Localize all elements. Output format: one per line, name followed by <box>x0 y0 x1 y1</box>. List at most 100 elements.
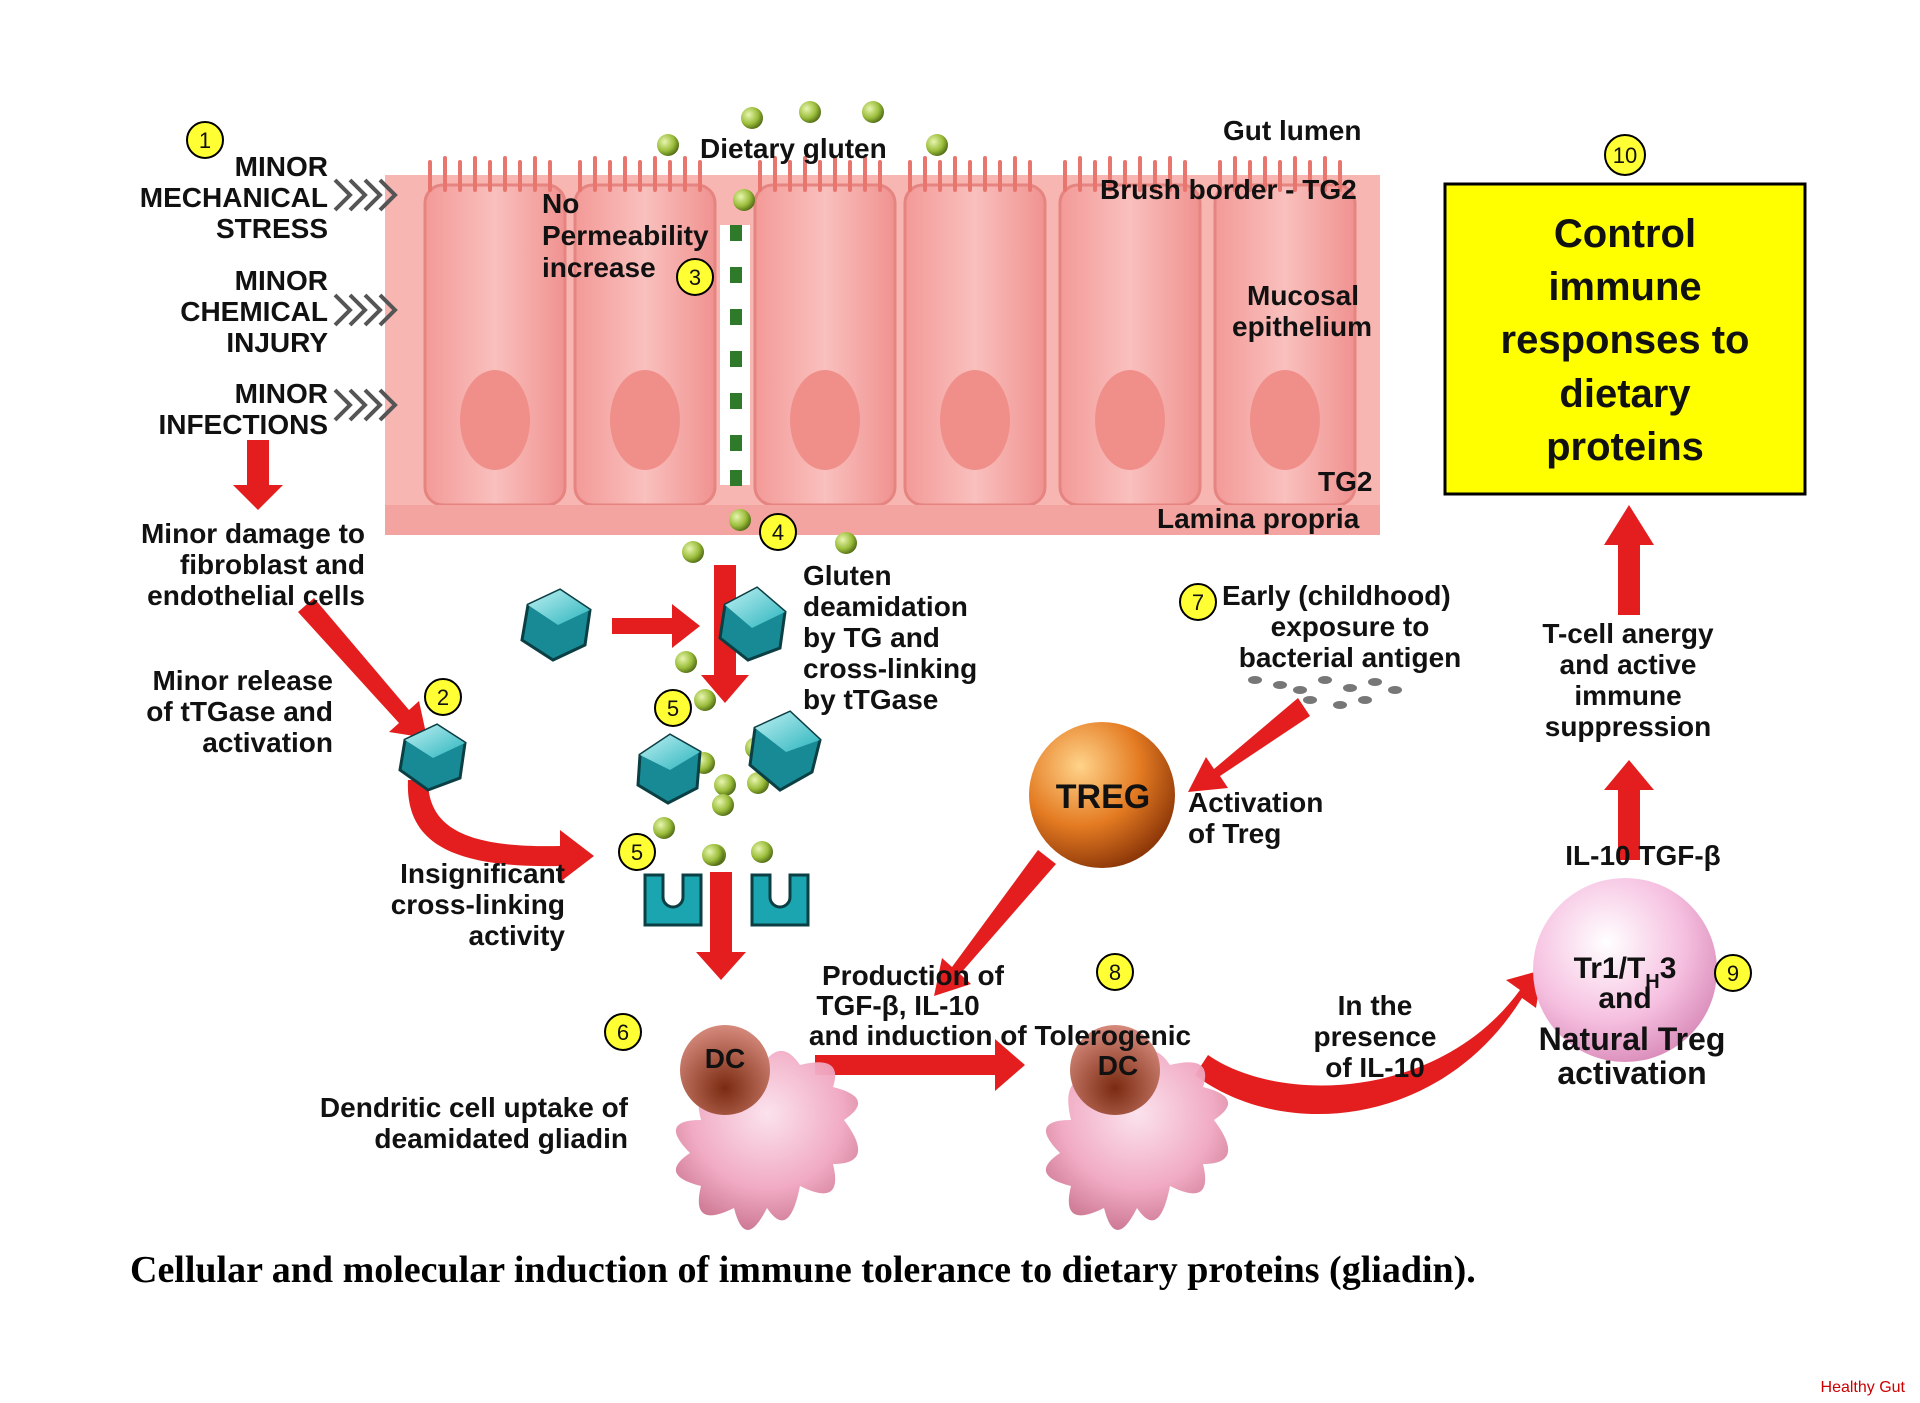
natural-treg-label-2: activation <box>1557 1055 1706 1091</box>
badge-7: 7 <box>1179 583 1217 621</box>
badge-9: 9 <box>1714 954 1752 992</box>
dc-label: DC <box>705 1043 745 1074</box>
early-exposure-label-3: bacterial antigen <box>1239 642 1462 673</box>
lamina-propria-label: Lamina propria <box>1157 503 1360 534</box>
badge-2: 2 <box>424 678 462 716</box>
bacterial-antigen-dots <box>1248 676 1402 709</box>
badge-10: 10 <box>1604 134 1646 176</box>
dendritic-cell: DC <box>675 1025 859 1230</box>
badge-3: 3 <box>676 258 714 296</box>
arrow-up-10 <box>1604 505 1654 615</box>
production-label-2: TGF-β, IL-10 <box>816 990 979 1021</box>
minor-release-label-2: of tTGase and <box>146 696 333 727</box>
il10-presence-label-3: of IL-10 <box>1325 1052 1425 1083</box>
tr1-natural-treg-cell: Tr1/TH3 and <box>1533 878 1717 1062</box>
minor-damage-label-3: endothelial cells <box>147 580 365 611</box>
svg-text:6: 6 <box>617 1020 629 1045</box>
svg-text:8: 8 <box>1109 960 1121 985</box>
arrow-dc-tolerogenic <box>815 1039 1025 1091</box>
svg-text:3: 3 <box>689 265 701 290</box>
minor-release-label-3: activation <box>202 727 333 758</box>
activation-treg-label-2: of Treg <box>1188 818 1281 849</box>
activation-treg-label-1: Activation <box>1188 787 1323 818</box>
step-badges: 1 2 3 4 5 5 6 7 8 9 10 <box>186 121 1752 1051</box>
badge-5b: 5 <box>618 833 656 871</box>
footer-label: Healthy Gut <box>1821 1379 1906 1396</box>
gluten-deamidation-label-1: Gluten <box>803 560 892 591</box>
minor-chemical-label-2: CHEMICAL <box>180 296 328 327</box>
gluten-deamidation-label-5: by tTGase <box>803 684 938 715</box>
no-permeability-label-1: No <box>542 188 579 219</box>
insignificant-label-3: activity <box>469 920 566 951</box>
dendritic-uptake-label-1: Dendritic cell uptake of <box>320 1092 629 1123</box>
minor-chemical-label-3: INJURY <box>226 327 328 358</box>
epithelial-cell <box>753 183 897 507</box>
minor-infections-label-2: INFECTIONS <box>158 409 328 440</box>
arrow-down-5 <box>696 872 746 980</box>
brush-border-label: Brush border - TG2 <box>1100 174 1357 205</box>
control-text-1: Control <box>1554 212 1696 256</box>
no-permeability-label-3: increase <box>542 252 656 283</box>
tgase-cube <box>520 588 592 662</box>
arrow-horizontal-4 <box>612 604 700 648</box>
svg-text:2: 2 <box>437 685 449 710</box>
badge-5a: 5 <box>654 689 692 727</box>
epithelial-cell <box>903 183 1047 507</box>
receptor <box>750 873 810 927</box>
epithelial-cell <box>573 183 717 507</box>
production-label-3: and induction of Tolerogenic <box>809 1020 1191 1051</box>
control-text-3: responses to <box>1501 318 1750 362</box>
svg-text:10: 10 <box>1613 143 1637 168</box>
tr1-label: Tr1/TH3 <box>1574 952 1677 993</box>
tcell-anergy-label-2: and active <box>1560 649 1697 680</box>
minor-infections-label-1: MINOR <box>235 378 328 409</box>
red-arrows <box>233 440 1654 1115</box>
tolerogenic-dc-label: DC <box>1098 1050 1138 1081</box>
svg-text:5: 5 <box>631 840 643 865</box>
minor-mechanical-label-1: MINOR <box>235 151 328 182</box>
figure-caption: Cellular and molecular induction of immu… <box>130 1249 1476 1291</box>
arrow-curve-2 <box>407 780 594 882</box>
minor-damage-label-1: Minor damage to <box>141 518 365 549</box>
insignificant-label-2: cross-linking <box>391 889 565 920</box>
gluten-deamidation-label-3: by TG and <box>803 622 940 653</box>
epithelial-cell <box>423 183 567 507</box>
minor-mechanical-label-3: STRESS <box>216 213 328 244</box>
minor-chemical-label-1: MINOR <box>235 265 328 296</box>
epithelial-cell <box>1213 183 1357 507</box>
tr1-and-label: and <box>1598 982 1651 1015</box>
mucosal-epithelium <box>385 156 1380 535</box>
stress-chevrons <box>333 178 398 422</box>
svg-text:5: 5 <box>667 696 679 721</box>
receptor <box>643 873 703 927</box>
arrow-curve-tr1 <box>1195 970 1542 1115</box>
mucosal-label-2: epithelium <box>1232 311 1372 342</box>
dendritic-uptake-label-2: deamidated gliadin <box>374 1123 628 1154</box>
tight-junction <box>720 225 750 486</box>
production-label-1: Production of <box>822 960 1005 991</box>
badge-4: 4 <box>759 513 797 551</box>
arrow-up-9 <box>1604 760 1654 860</box>
gut-lumen-label: Gut lumen <box>1223 115 1361 146</box>
svg-text:4: 4 <box>772 520 784 545</box>
control-text-4: dietary <box>1559 372 1691 416</box>
badge-1: 1 <box>186 121 224 159</box>
tgase-cube <box>636 733 702 805</box>
brush-border-microvilli <box>428 156 1342 192</box>
tcell-anergy-label-1: T-cell anergy <box>1542 618 1714 649</box>
badge-8: 8 <box>1096 953 1134 991</box>
treg-label: TREG <box>1056 778 1150 816</box>
minor-release-label-1: Minor release <box>152 665 333 696</box>
tgase-cube <box>398 723 467 792</box>
gluten-deamidation-label-2: deamidation <box>803 591 968 622</box>
labels: MINOR MECHANICAL STRESS MINOR CHEMICAL I… <box>140 115 1726 1154</box>
tolerogenic-dendritic-cell: DC <box>1045 1025 1229 1230</box>
tgase-cube <box>748 710 822 792</box>
il10-presence-label-1: In the <box>1338 990 1413 1021</box>
tg2-label: TG2 <box>1318 466 1372 497</box>
arrow-down-1 <box>233 440 283 510</box>
svg-text:1: 1 <box>199 128 211 153</box>
arrow-bacteria-treg <box>1188 698 1310 792</box>
badge-6: 6 <box>604 1013 642 1051</box>
svg-text:7: 7 <box>1192 590 1204 615</box>
